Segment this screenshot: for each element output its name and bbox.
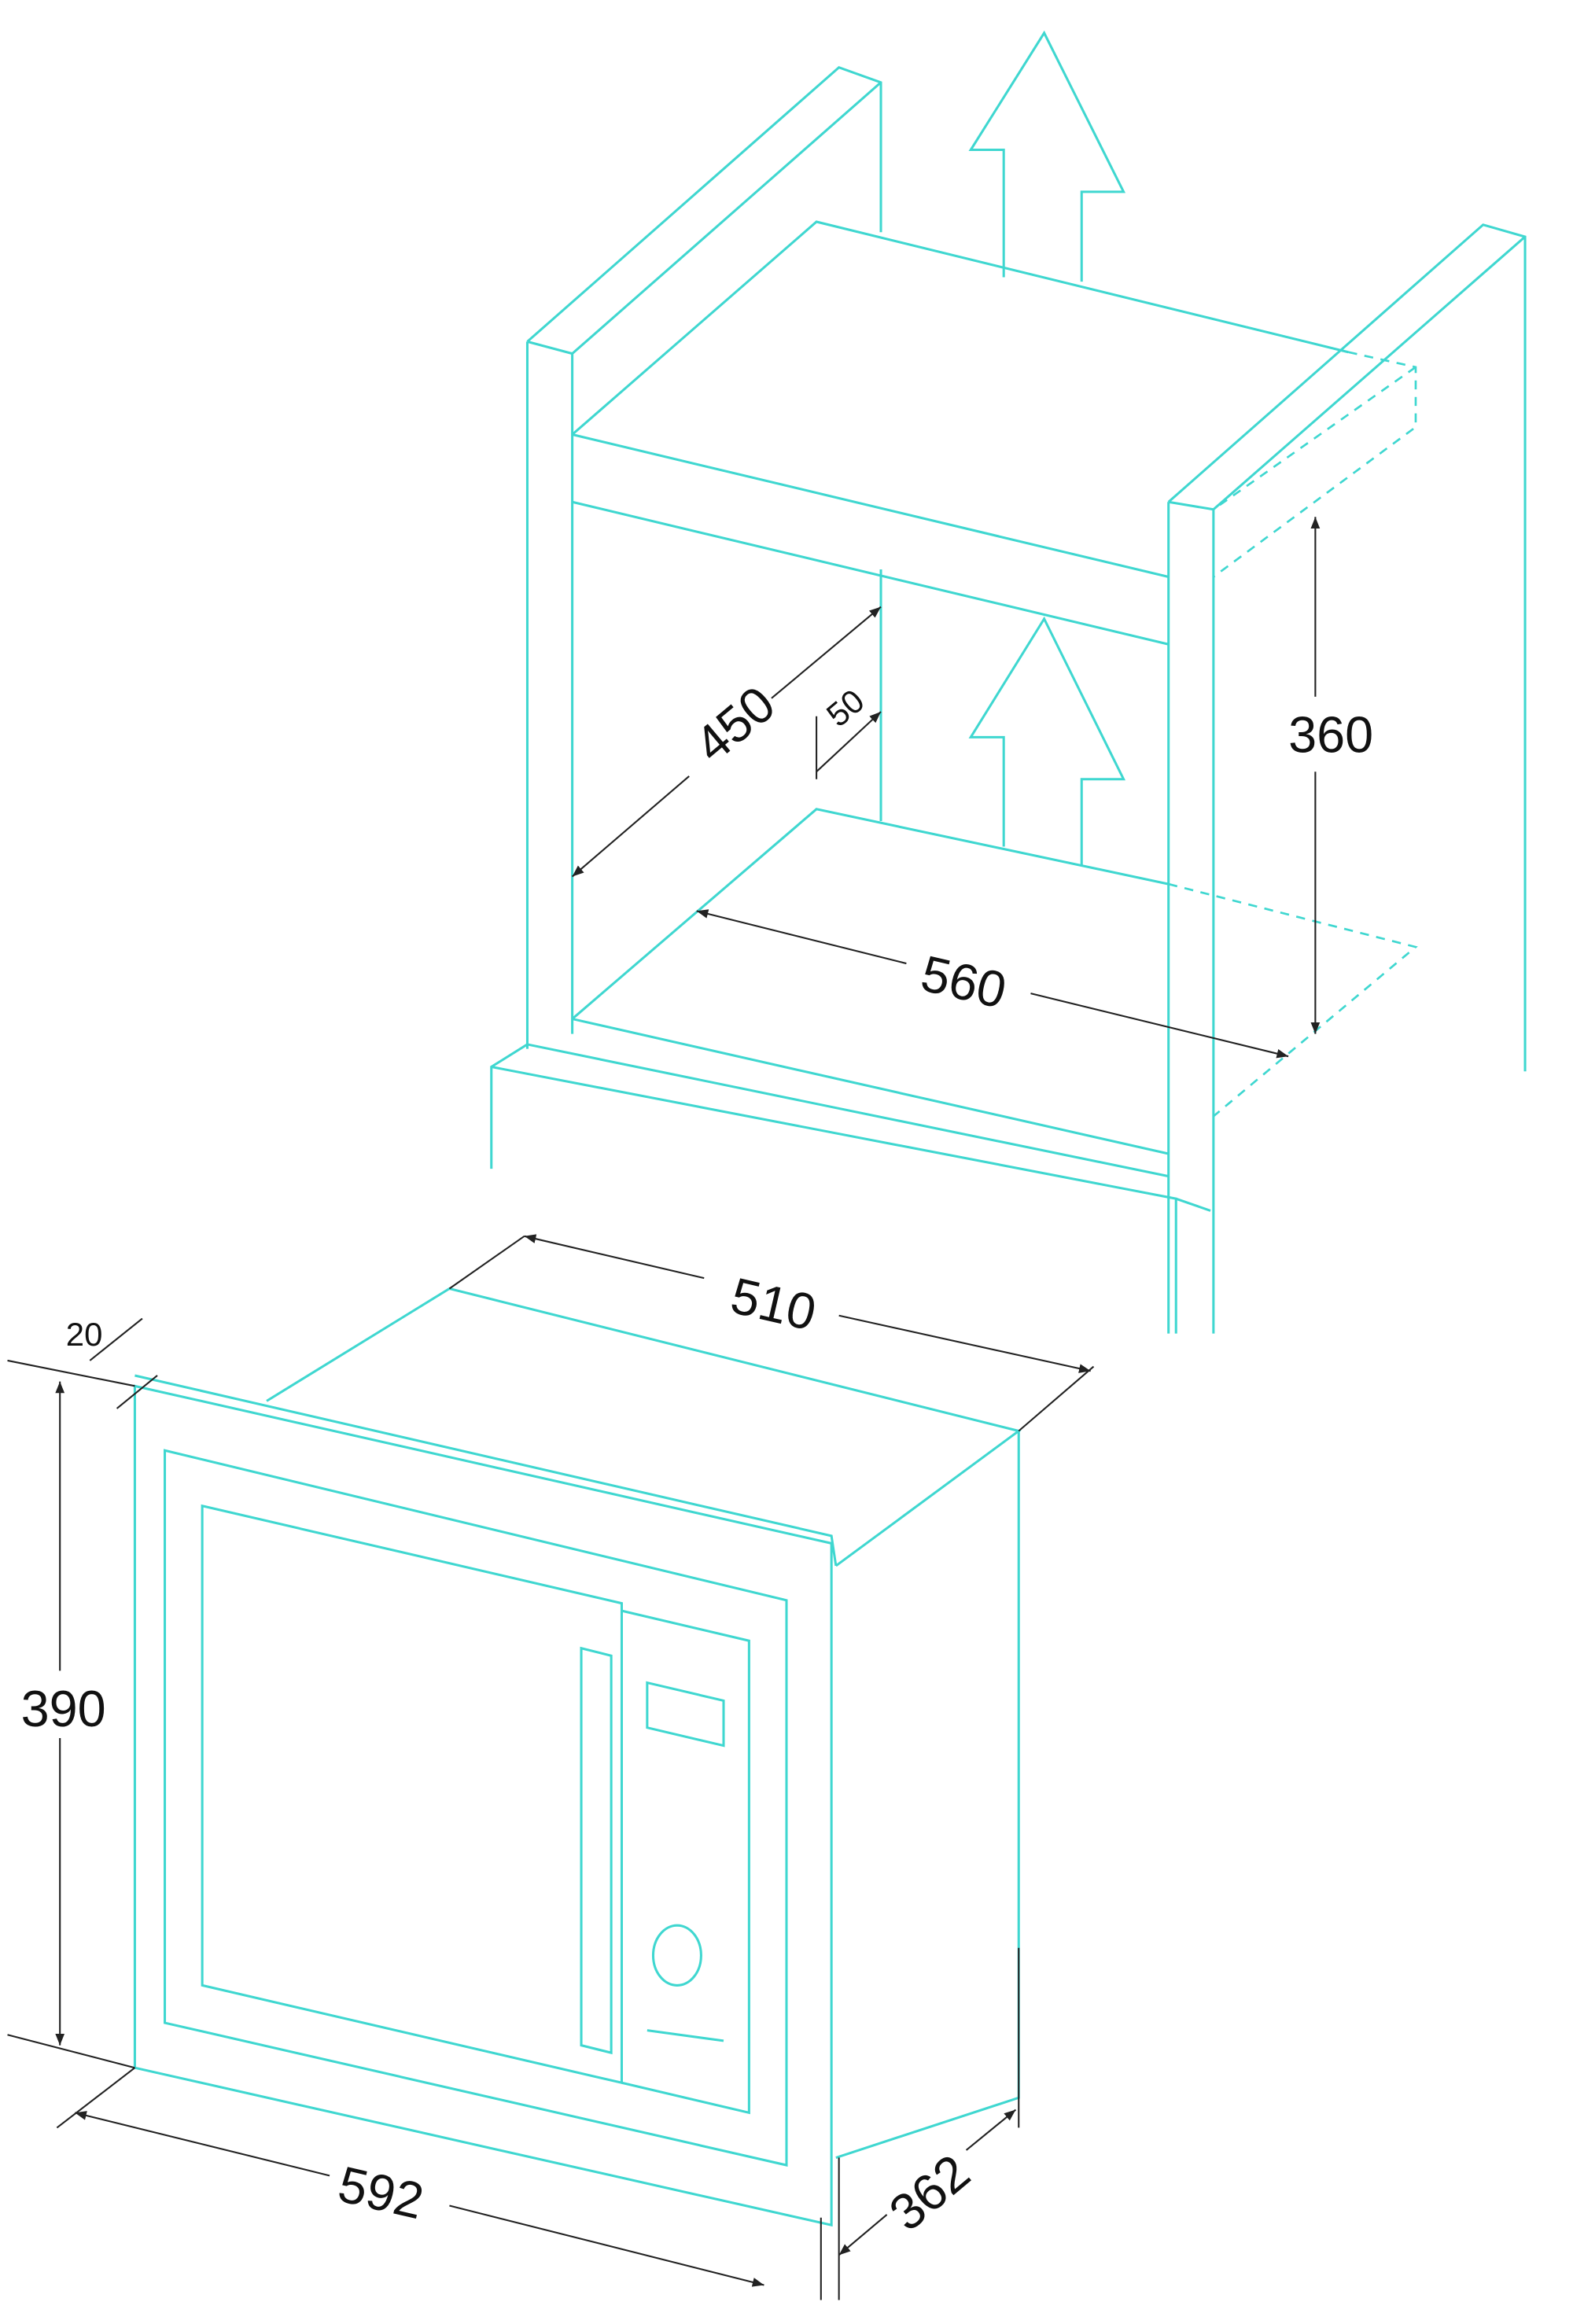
dimension-height-390: 390: [21, 1680, 106, 1737]
microwave: [133, 1287, 1022, 2227]
dimension-height-360: 360: [1288, 705, 1373, 763]
airflow-arrow-icon: [968, 616, 1126, 867]
microwave-frame: [133, 1374, 838, 2227]
cabinet-hidden-lines: [1168, 351, 1418, 1118]
dimension-depth-450: 450: [683, 675, 786, 773]
dimension-depth-362: 362: [879, 2143, 981, 2241]
dimension-depth-510: 510: [726, 1266, 822, 1341]
microwave-window: [201, 1504, 623, 2085]
microwave-dimensions: 390 20 592 510 362: [7, 1234, 1095, 2300]
dimension-width-592: 592: [333, 2155, 429, 2230]
cabinet-bottom-shelf: [571, 808, 1170, 1155]
microwave-door: [164, 1449, 788, 2167]
control-panel: [621, 1609, 750, 2115]
dimension-frame-20: 20: [66, 1316, 103, 1353]
dimension-gap-50: 50: [820, 682, 871, 734]
button-strip: [647, 2029, 724, 2042]
cabinet-top-shelf: [571, 220, 1349, 646]
cabinet-base: [490, 1043, 1211, 1334]
cabinet-right-panel: [1167, 223, 1527, 1334]
display-icon: [646, 1681, 725, 1748]
airflow-arrow-icon: [968, 30, 1126, 282]
cabinet-left-panel: [525, 65, 882, 1049]
knob-icon: [651, 1924, 702, 1987]
cabinet: [490, 30, 1527, 1334]
dimension-width-560: 560: [916, 945, 1012, 1019]
door-handle: [580, 1646, 613, 2055]
